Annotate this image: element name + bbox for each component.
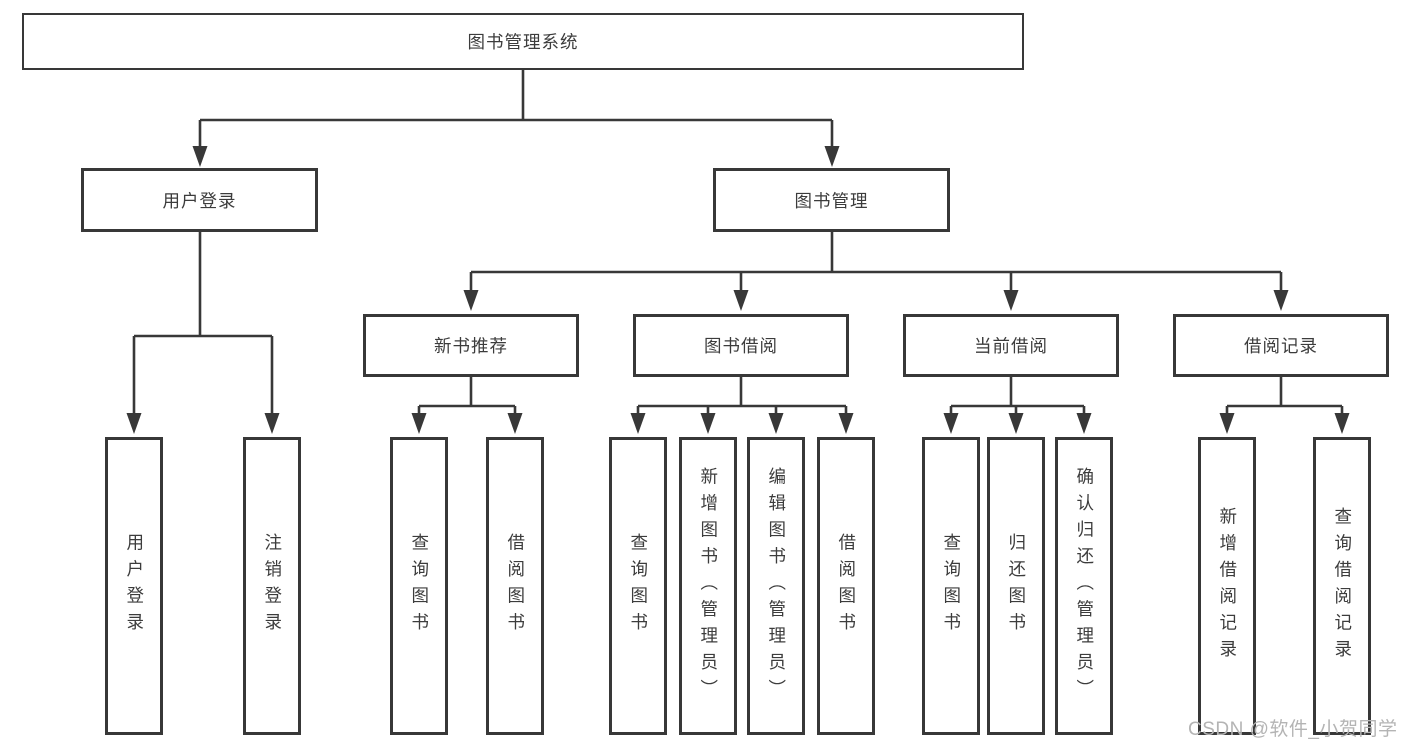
node-label: 查询借阅记录 xyxy=(1332,506,1353,666)
node-leaf-borrow-book: 借阅图书 xyxy=(817,437,875,735)
node-borrowing-records: 借阅记录 xyxy=(1173,314,1389,377)
node-label: 注销登录 xyxy=(262,533,283,639)
node-label: 新书推荐 xyxy=(434,336,508,356)
node-leaf-confirm-return-admin: 确认归还（管理员） xyxy=(1055,437,1113,735)
arrowhead-down-icon xyxy=(1008,413,1024,434)
arrowhead-down-icon xyxy=(943,413,959,434)
node-leaf-add-borrow-record: 新增借阅记录 xyxy=(1198,437,1256,735)
arrowhead-down-icon xyxy=(824,146,840,167)
node-label: 图书管理系统 xyxy=(467,32,579,52)
node-label: 借阅记录 xyxy=(1244,336,1318,356)
node-leaf-return-book: 归还图书 xyxy=(987,437,1045,735)
node-current-borrowing: 当前借阅 xyxy=(903,314,1119,377)
arrowhead-down-icon xyxy=(838,413,854,434)
arrowhead-down-icon xyxy=(411,413,427,434)
node-book-management: 图书管理 xyxy=(713,168,950,232)
csdn-watermark: CSDN @软件_小贺同学 xyxy=(1188,719,1398,740)
arrowhead-down-icon xyxy=(1334,413,1350,434)
arrowhead-down-icon xyxy=(733,290,749,311)
node-leaf-query-book-current: 查询图书 xyxy=(922,437,980,735)
node-leaf-query-borrow-record: 查询借阅记录 xyxy=(1313,437,1371,735)
node-leaf-add-book-admin: 新增图书（管理员） xyxy=(679,437,737,735)
arrowhead-down-icon xyxy=(1076,413,1092,434)
arrowhead-down-icon xyxy=(192,146,208,167)
node-label: 编辑图书（管理员） xyxy=(766,466,787,706)
node-label: 借阅图书 xyxy=(836,533,857,639)
arrowhead-down-icon xyxy=(126,413,142,434)
node-label: 图书借阅 xyxy=(704,336,778,356)
arrowhead-down-icon xyxy=(768,413,784,434)
node-leaf-edit-book-admin: 编辑图书（管理员） xyxy=(747,437,805,735)
node-leaf-borrow-book-rec: 借阅图书 xyxy=(486,437,544,735)
node-label: 查询图书 xyxy=(628,533,649,639)
arrowhead-down-icon xyxy=(700,413,716,434)
node-label: 查询图书 xyxy=(409,533,430,639)
node-label: 用户登录 xyxy=(124,533,145,639)
arrowhead-down-icon xyxy=(507,413,523,434)
node-library-management-system: 图书管理系统 xyxy=(22,13,1024,70)
arrowhead-down-icon xyxy=(264,413,280,434)
node-label: 查询图书 xyxy=(941,533,962,639)
node-leaf-user-login: 用户登录 xyxy=(105,437,163,735)
node-new-book-recommendation: 新书推荐 xyxy=(363,314,579,377)
node-label: 新增借阅记录 xyxy=(1217,506,1238,666)
node-leaf-query-book-borrow: 查询图书 xyxy=(609,437,667,735)
arrowhead-down-icon xyxy=(1273,290,1289,311)
node-user-login: 用户登录 xyxy=(81,168,318,232)
node-label: 归还图书 xyxy=(1006,533,1027,639)
node-label: 图书管理 xyxy=(794,190,869,211)
arrowhead-down-icon xyxy=(1003,290,1019,311)
node-book-borrowing: 图书借阅 xyxy=(633,314,849,377)
node-leaf-logout: 注销登录 xyxy=(243,437,301,735)
node-label: 用户登录 xyxy=(162,190,237,211)
arrowhead-down-icon xyxy=(1219,413,1235,434)
node-leaf-query-book-rec: 查询图书 xyxy=(390,437,448,735)
arrowhead-down-icon xyxy=(630,413,646,434)
arrowhead-down-icon xyxy=(463,290,479,311)
node-label: 新增图书（管理员） xyxy=(698,466,719,706)
node-label: 借阅图书 xyxy=(505,533,526,639)
node-label: 当前借阅 xyxy=(974,336,1048,356)
node-label: 确认归还（管理员） xyxy=(1074,466,1095,706)
